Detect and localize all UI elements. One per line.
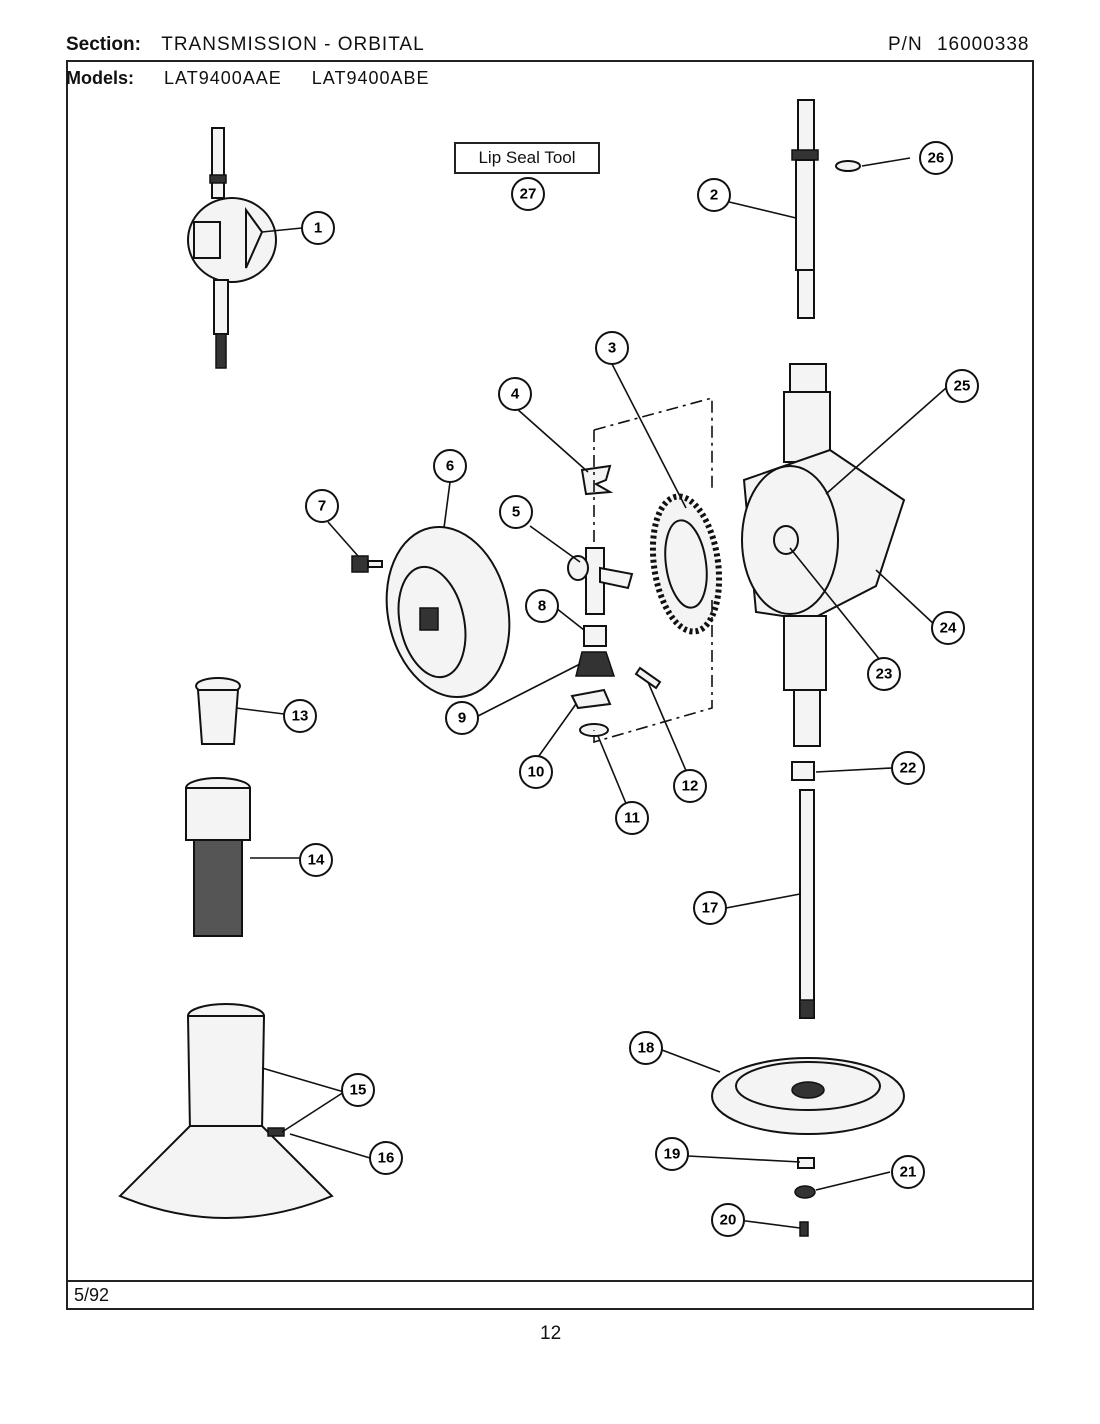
callout-15: 15 [341, 1073, 375, 1107]
callout-8: 8 [525, 589, 559, 623]
svg-text:8: 8 [538, 598, 546, 615]
svg-text:23: 23 [876, 666, 893, 683]
callout-5: 5 [499, 495, 533, 529]
callout-23: 23 [867, 657, 901, 691]
page-number: 12 [540, 1323, 562, 1344]
callout-4: 4 [498, 377, 532, 411]
svg-text:6: 6 [446, 458, 454, 475]
section-label: Section: [66, 34, 141, 55]
svg-text:14: 14 [308, 852, 325, 869]
callout-20: 20 [711, 1203, 745, 1237]
svg-text:9: 9 [458, 710, 466, 727]
svg-text:19: 19 [664, 1146, 681, 1163]
part-agitator-cap [195, 677, 241, 745]
callout-26: 26 [919, 141, 953, 175]
assembly-guide-outline [593, 396, 713, 744]
callout-25: 25 [945, 369, 979, 403]
svg-text:21: 21 [900, 1164, 917, 1181]
part-agitator [118, 1003, 334, 1219]
svg-text:27: 27 [520, 186, 537, 203]
part-bushing [583, 625, 607, 647]
callout-6: 6 [433, 449, 467, 483]
svg-text:17: 17 [702, 900, 719, 917]
part-thrust-washer [570, 688, 612, 710]
part-bevel-gear [575, 651, 616, 677]
svg-text:18: 18 [638, 1040, 655, 1057]
callout-22: 22 [891, 751, 925, 785]
part-cover-bolt [351, 555, 383, 573]
callout-13: 13 [283, 699, 317, 733]
diagram-frame [66, 60, 1034, 1310]
svg-text:16: 16 [378, 1150, 395, 1167]
callout-21: 21 [891, 1155, 925, 1189]
callout-18: 18 [629, 1031, 663, 1065]
callout-7: 7 [305, 489, 339, 523]
pn-label: P/N [888, 34, 923, 55]
callout-3: 3 [595, 331, 629, 365]
part-key [797, 1157, 815, 1169]
part-pulley [711, 1057, 905, 1135]
part-pin [634, 666, 662, 690]
callout-12: 12 [673, 769, 707, 803]
part-drive-gear [649, 493, 723, 635]
svg-text:4: 4 [511, 386, 520, 403]
svg-text:7: 7 [318, 498, 326, 515]
svg-text:3: 3 [608, 340, 616, 357]
part-gear-case [741, 363, 906, 747]
part-transmission-assembly [187, 127, 277, 369]
part-filter [185, 777, 251, 937]
callout-17: 17 [693, 891, 727, 925]
models-label: Models: [66, 68, 135, 88]
callout-11: 11 [615, 801, 649, 835]
part-seal [791, 761, 815, 781]
callout-24: 24 [931, 611, 965, 645]
svg-text:13: 13 [292, 708, 309, 725]
part-screw [799, 1221, 809, 1237]
callout-10: 10 [519, 755, 553, 789]
lip-seal-tool-label: Lip Seal Tool [454, 142, 600, 174]
part-crank-pinion [567, 547, 634, 615]
svg-text:26: 26 [928, 150, 945, 167]
part-retaining-clip [580, 464, 614, 496]
callout-2: 2 [697, 178, 731, 212]
callout-1: 1 [301, 211, 335, 245]
callout-14: 14 [299, 843, 333, 877]
svg-text:22: 22 [900, 760, 917, 777]
model-2: LAT9400ABE [311, 68, 430, 88]
footer-divider [66, 1280, 1034, 1282]
section-value: TRANSMISSION - ORBITAL [161, 34, 425, 55]
callout-19: 19 [655, 1137, 689, 1171]
models-line: Models: LAT9400AAE LAT9400ABE [66, 68, 430, 89]
part-spin-shaft [799, 789, 815, 1019]
pn-value: 16000338 [936, 34, 1030, 55]
callout-9: 9 [445, 701, 479, 735]
svg-text:15: 15 [350, 1082, 367, 1099]
revision-date: 5/92 [74, 1285, 110, 1305]
svg-text:10: 10 [528, 764, 545, 781]
svg-text:5: 5 [512, 504, 520, 521]
svg-text:1: 1 [314, 220, 322, 237]
part-transmission-cover [385, 525, 511, 699]
part-agitator-shaft [791, 99, 819, 319]
callout-16: 16 [369, 1141, 403, 1175]
svg-text:12: 12 [682, 778, 699, 795]
part-nut [794, 1185, 816, 1199]
svg-text:2: 2 [710, 187, 718, 204]
callout-27: 27 [511, 177, 545, 211]
part-number: P/N 16000338 [888, 34, 1030, 56]
svg-text:24: 24 [940, 620, 957, 637]
model-1: LAT9400AAE [164, 68, 282, 88]
leader-lines [235, 157, 947, 1229]
svg-text:20: 20 [720, 1212, 737, 1229]
part-agitator-bolt [267, 1127, 285, 1137]
svg-text:25: 25 [954, 378, 971, 395]
section-heading: Section: TRANSMISSION - ORBITAL [66, 34, 425, 56]
part-o-ring [835, 160, 861, 172]
svg-text:11: 11 [624, 810, 640, 827]
